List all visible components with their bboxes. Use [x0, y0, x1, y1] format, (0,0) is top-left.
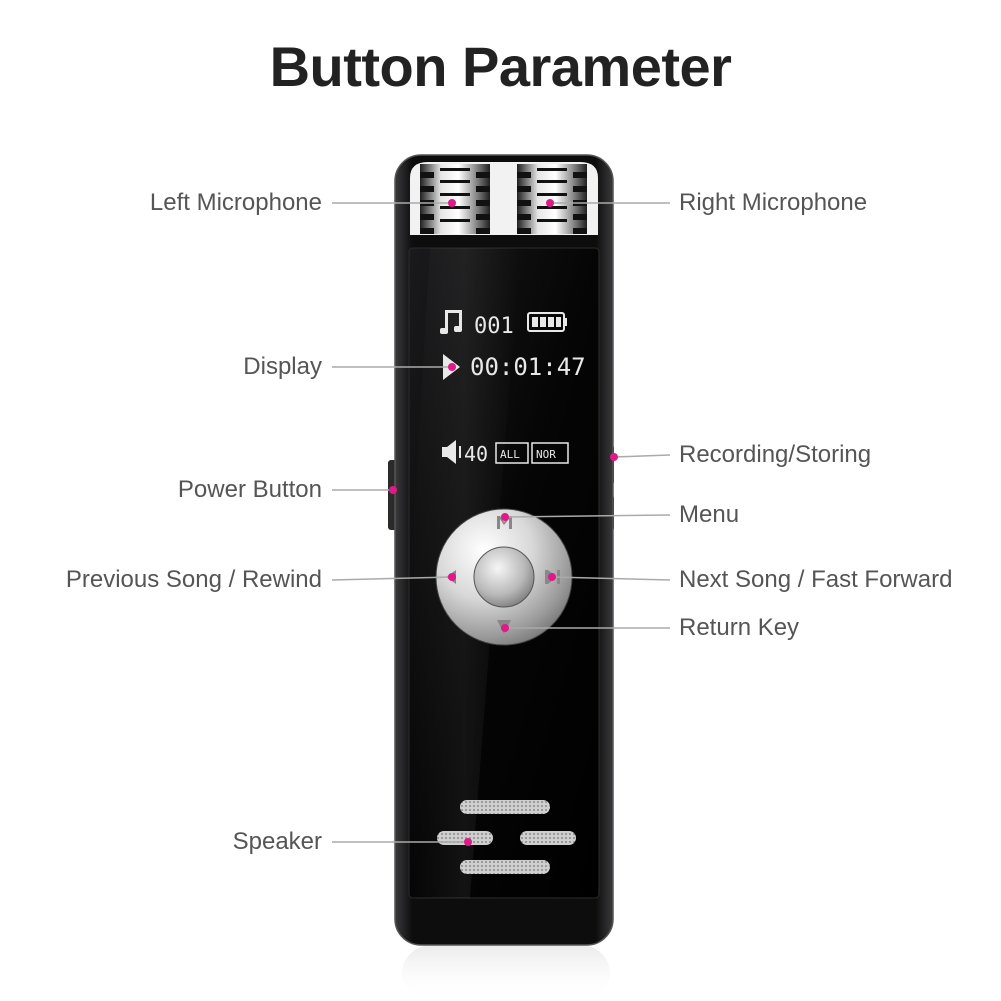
speaker-label: Speaker	[232, 828, 322, 855]
recording-storing-label: Recording/Storing	[679, 441, 872, 468]
display-marker-dot	[448, 363, 456, 371]
volume-icon	[442, 440, 461, 464]
next-song-fast-forward-leader-line	[551, 576, 671, 581]
power-button-marker-dot	[389, 486, 397, 494]
next-song-fast-forward-label: Next Song / Fast Forward	[679, 566, 953, 593]
left-microphone-grille	[420, 164, 490, 234]
previous-song-rewind-leader-line	[331, 576, 453, 581]
display-label: Display	[243, 353, 322, 380]
right-microphone-grille	[517, 164, 587, 234]
previous-song-rewind-marker-dot	[448, 573, 456, 581]
folder-number: 001	[474, 314, 514, 339]
right-microphone-label: Right Microphone	[679, 189, 868, 216]
menu-leader-line	[504, 514, 671, 518]
mode-nor: NOR	[536, 448, 556, 461]
volume-level: 40	[464, 442, 488, 466]
mode-all: ALL	[500, 448, 520, 461]
music-note-icon	[440, 310, 462, 334]
previous-song-rewind-label: Previous Song / Rewind	[65, 566, 322, 593]
left-microphone-label: Left Microphone	[149, 189, 322, 216]
recording-storing-leader-line	[613, 454, 671, 458]
mode-nor-box	[531, 442, 569, 464]
right-microphone-marker-dot	[546, 199, 554, 207]
left-microphone-marker-dot	[448, 199, 456, 207]
menu-key-icon	[497, 516, 512, 529]
menu-marker-dot	[501, 513, 509, 521]
battery-icon	[527, 312, 567, 332]
mode-all-box	[495, 442, 529, 464]
speaker-marker-dot	[464, 838, 472, 846]
center-button	[473, 546, 535, 608]
device-reflection	[402, 945, 610, 1001]
return-key-label: Return Key	[679, 614, 800, 641]
callout-lines	[331, 199, 671, 846]
lcd-display: 001 00:01:47 40 ALL NOR	[440, 310, 586, 466]
elapsed-time: 00:01:47	[470, 353, 586, 381]
menu-label: Menu	[679, 501, 740, 528]
power-button-label: Power Button	[177, 476, 322, 503]
next-song-fast-forward-marker-dot	[548, 573, 556, 581]
page-title: Button Parameter	[269, 35, 732, 98]
recording-storing-marker-dot	[610, 453, 618, 461]
return-key-marker-dot	[501, 624, 509, 632]
